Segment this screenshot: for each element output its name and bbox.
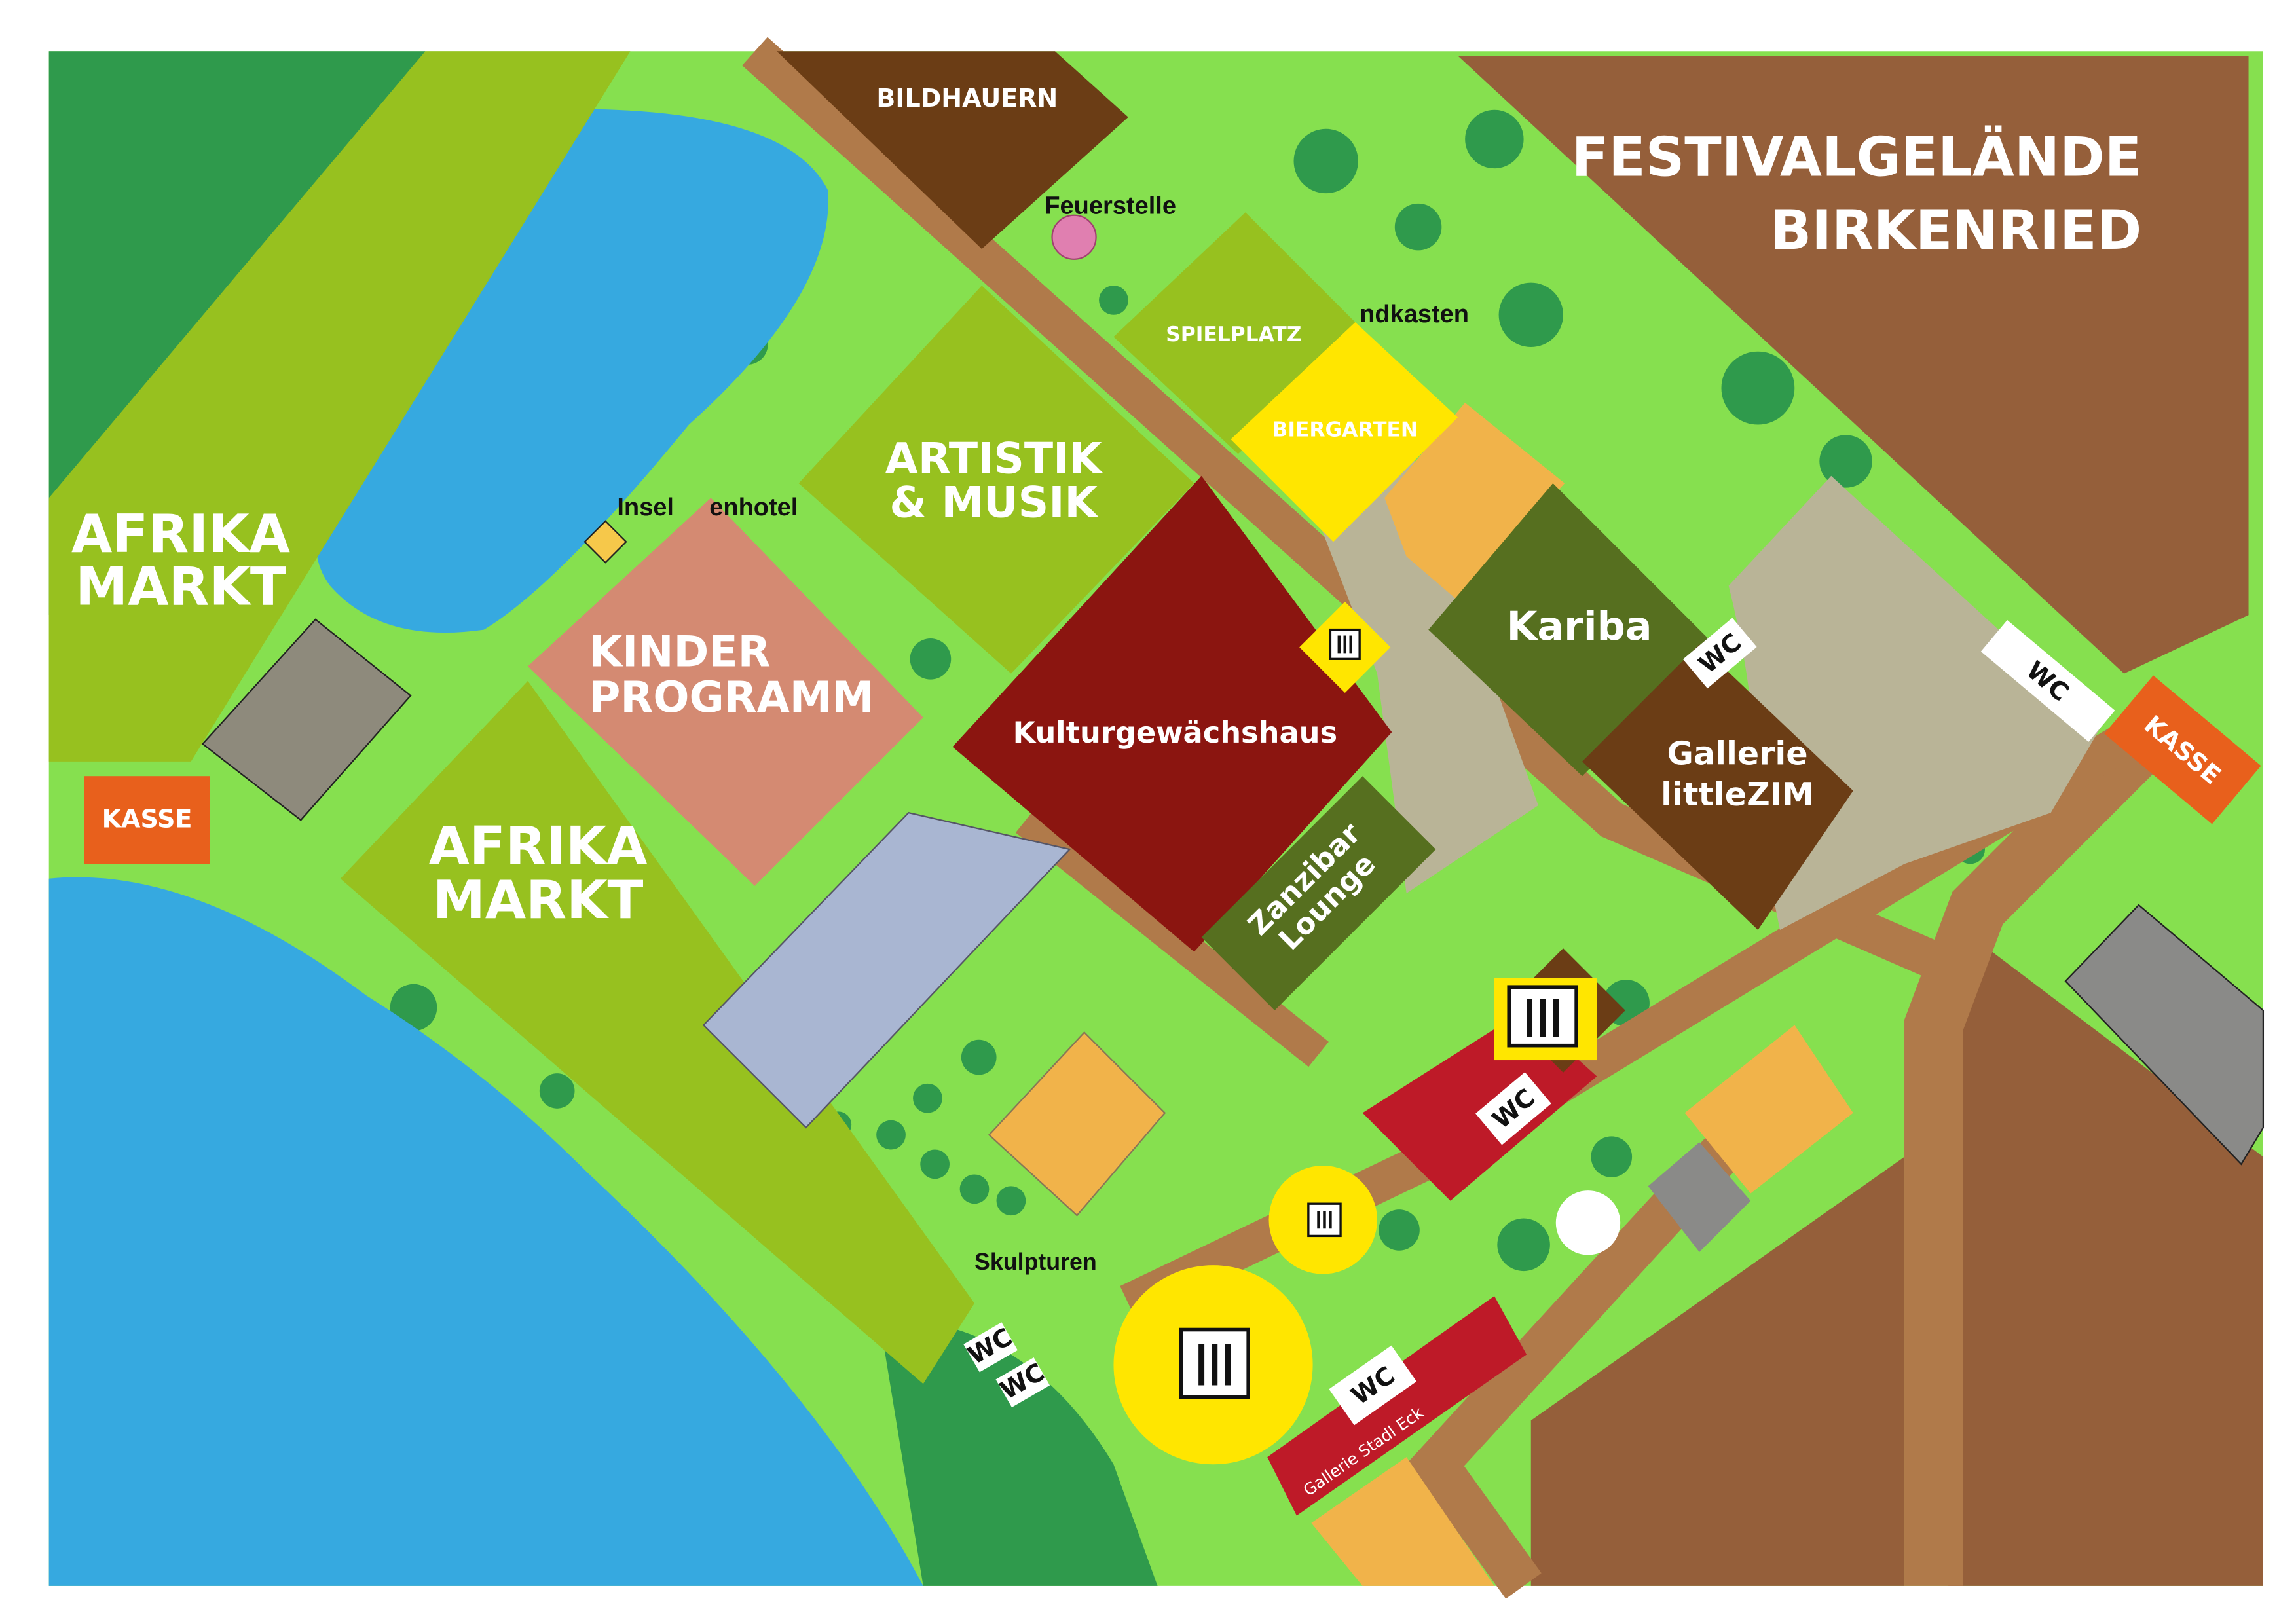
artistik-label-line2: & MUSIK	[889, 478, 1099, 527]
kinder-programm-label-line1: KINDER	[589, 627, 771, 676]
greenhouse	[702, 811, 1071, 1129]
lake	[48, 877, 923, 1586]
brown-area-bottom	[1530, 1156, 1905, 1586]
paved-area	[1304, 439, 1538, 894]
kasse-left[interactable]	[84, 776, 210, 864]
kinder-programm-label-line2: PROGRAMM	[589, 673, 874, 722]
white-circle-marker	[1555, 1190, 1621, 1255]
kulturgewaechshaus-label: Kulturgewächshaus	[1013, 715, 1338, 750]
building-gray-left	[201, 618, 412, 821]
littlezim-label-line1: Gallerie	[1667, 734, 1808, 772]
fork-knife-icon	[1507, 985, 1578, 1048]
fork-knife-icon	[1179, 1327, 1250, 1399]
title-line1: FESTIVALGELÄNDE	[1572, 125, 2142, 189]
area-gallerie-littlezim[interactable]	[1582, 644, 1853, 931]
area-zanzibar-lounge[interactable]	[1201, 776, 1436, 1011]
trees	[390, 109, 1991, 1272]
afrika-markt-2-label-line1: AFRIKA	[429, 815, 648, 876]
insektenhotel-label-left: Insel	[617, 494, 674, 521]
area-artistik-musik[interactable]	[798, 286, 1194, 674]
building-orange-1	[1384, 402, 1565, 600]
forest-bottom	[879, 1318, 1158, 1586]
fork-knife-icon	[1307, 1202, 1342, 1238]
brown-area-right	[1948, 951, 2263, 1586]
fireplace-marker	[1051, 214, 1097, 260]
area-gallerie-stadl-eck[interactable]	[1267, 1296, 1527, 1516]
sandkasten-label: ndkasten	[1360, 301, 1469, 328]
feuerstelle-label: Feuerstelle	[1045, 192, 1176, 219]
kariba-label: Kariba	[1507, 604, 1652, 650]
afrika-markt-1-label-line2: MARKT	[75, 556, 286, 618]
roads	[742, 37, 2174, 1599]
title-line2: BIRKENRIED	[1770, 198, 2141, 262]
area-afrika-markt-2[interactable]	[340, 680, 975, 1384]
area-afrika-markt-1[interactable]	[48, 51, 631, 762]
area-biergarten[interactable]	[1231, 322, 1458, 542]
kasse-left-label: KASSE	[102, 804, 193, 833]
littlezim-label-line2: littleZIM	[1661, 775, 1814, 813]
skulpturen-label: Skulpturen	[974, 1249, 1097, 1275]
building-orange-3	[1684, 1025, 1853, 1194]
afrika-markt-2-label-line2: MARKT	[433, 869, 644, 931]
artistik-label-line1: ARTISTIK	[885, 434, 1104, 483]
insect-hotel-icon	[583, 520, 627, 564]
wc-sign-center: WC	[1475, 1072, 1551, 1145]
area-kinder-programm[interactable]	[527, 498, 923, 886]
fork-knife-icon	[1329, 628, 1361, 660]
building-orange-2	[988, 1031, 1166, 1217]
building-gray-small	[1648, 1142, 1751, 1252]
bildhauern-label: BILDHAUERN	[876, 84, 1058, 113]
building-gray-right	[2064, 904, 2265, 1166]
area-bildhauern[interactable]	[777, 51, 1128, 249]
spielplatz-label: SPIELPLATZ	[1166, 323, 1301, 346]
afrika-markt-1-label-line1: AFRIKA	[71, 503, 290, 564]
insektenhotel-label-right: enhotel	[709, 494, 798, 521]
area-kulturgewaechshaus[interactable]	[952, 475, 1392, 952]
building-orange-4	[1311, 1457, 1494, 1586]
biergarten-label: BIERGARTEN	[1272, 418, 1418, 441]
festival-area	[1457, 55, 2249, 674]
